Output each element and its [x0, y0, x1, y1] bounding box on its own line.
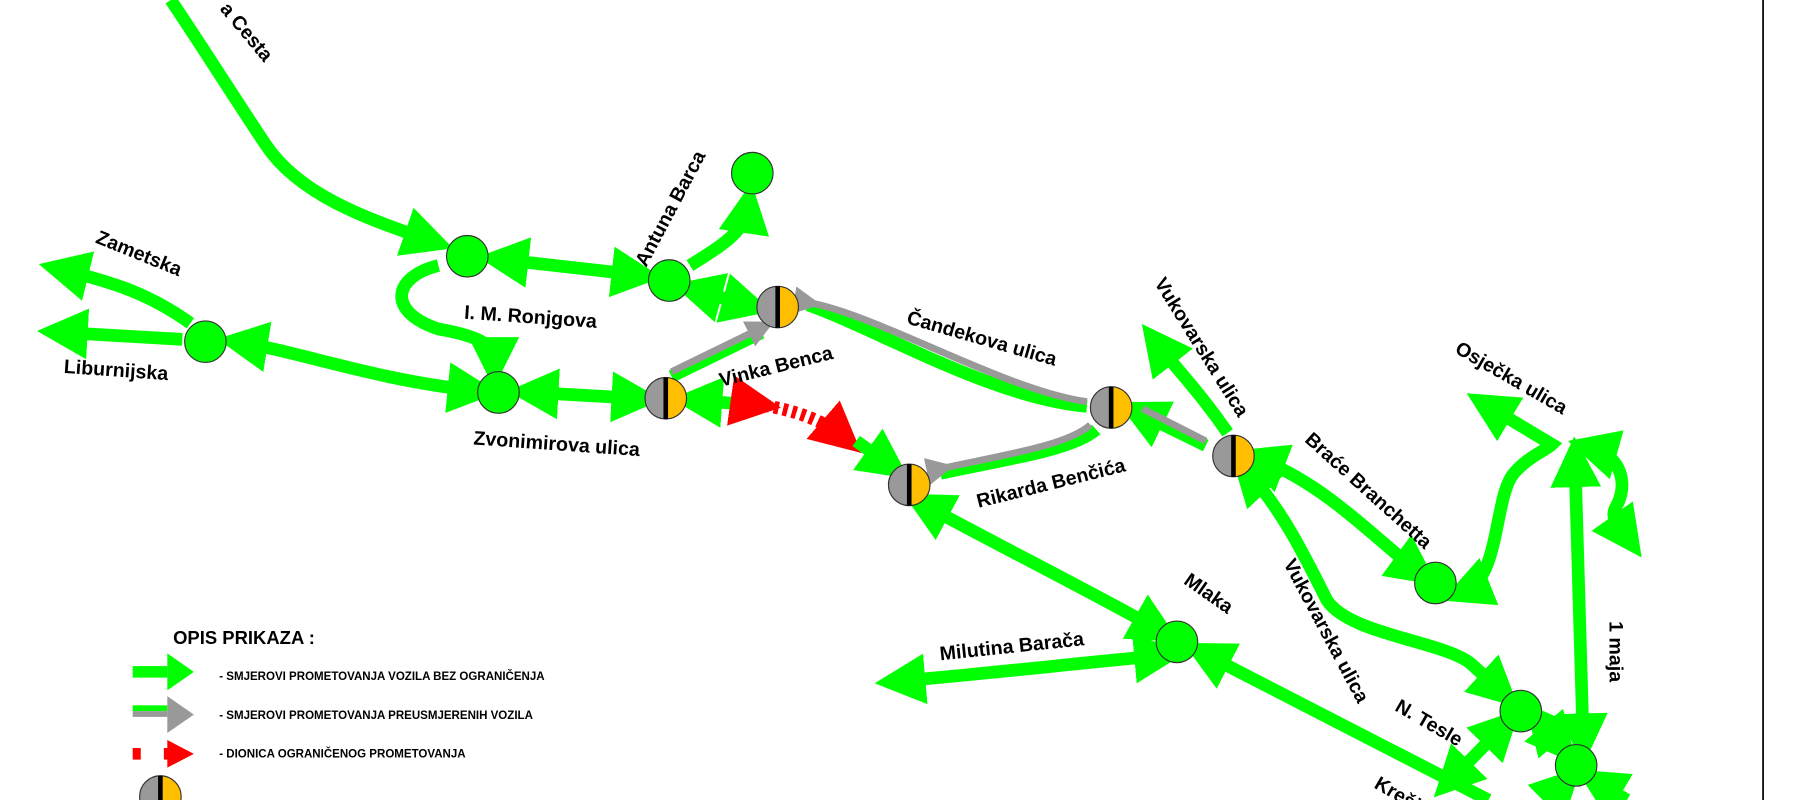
label-kresimirova: Kreši	[1371, 773, 1424, 800]
temporary-junction-node	[1212, 434, 1255, 478]
route-ronjgova-antuna	[477, 237, 663, 298]
temporary-node	[644, 285, 1255, 507]
route-zvonimirova-e	[507, 368, 663, 423]
route-candekova	[791, 286, 1088, 406]
junction-node	[1554, 744, 1598, 787]
legend-item-redirected: - SMJEROVI PROMETOVANJA PREUSMJERENIH VO…	[219, 710, 533, 722]
route-rikarda	[923, 422, 1093, 486]
temporary-junction-node	[139, 775, 182, 800]
route-vukovarska-north	[1141, 323, 1233, 437]
route-candekova-vukovarska-gray	[1140, 405, 1208, 445]
route-south-1	[1527, 767, 1582, 800]
legend-gray-arrow-icon	[132, 696, 194, 734]
route-1-maja	[1550, 436, 1608, 765]
route-ronjgova-loop	[395, 259, 520, 388]
legend-green-arrow-icon	[132, 653, 194, 691]
temporary-junction-node	[1089, 386, 1133, 429]
route-1-maja-loop	[1567, 430, 1642, 558]
junction-node	[445, 234, 489, 278]
junction-node	[1414, 561, 1457, 605]
route-south-2	[1576, 769, 1633, 800]
routes	[36, 0, 1642, 800]
label-ronjgova: I. M. Ronjgova	[463, 302, 598, 333]
route-cesta	[165, 0, 454, 256]
route-liburnijska	[36, 308, 183, 360]
route-tesle-1maja	[1524, 703, 1578, 765]
route-zametska	[38, 251, 195, 329]
label-1-maja: 1 maja	[1605, 621, 1627, 683]
route-milutina	[874, 632, 1185, 705]
label-antuna-barca: Antuna Barca	[631, 146, 711, 270]
legend-item-unrestricted: - SMJEROVI PROMETOVANJA VOZILA BEZ OGRAN…	[219, 670, 545, 683]
legend: OPIS PRIKAZA : - SMJEROVI PROMETOVANJA V…	[132, 627, 545, 800]
route-candekova-vukovarska	[1117, 401, 1209, 452]
junction-node	[184, 320, 227, 364]
label-tesle: N. Tesle	[1391, 695, 1466, 751]
route-tesle	[1433, 709, 1521, 798]
junction-node	[477, 371, 520, 414]
route-candekova-green	[805, 298, 1088, 413]
legend-title: OPIS PRIKAZA :	[173, 627, 315, 648]
temporary-junction-node	[644, 376, 688, 420]
route-rikarda-west	[852, 428, 910, 479]
route-vinka-east	[671, 377, 745, 428]
route-restricted	[727, 375, 862, 453]
legend-red-dashed-arrow-icon	[132, 739, 194, 768]
label-cesta: a Cesta	[215, 0, 277, 67]
route-antuna-loop	[686, 182, 770, 271]
label-liburnijska: Liburnijska	[63, 356, 170, 385]
junction-node	[647, 259, 691, 302]
route-vukovarska-south	[1231, 454, 1519, 708]
label-zametska: Zametska	[93, 227, 186, 282]
route-mlaka	[903, 493, 1180, 642]
temporary-junction-node	[756, 285, 800, 329]
route-antuna-vinka	[672, 273, 773, 323]
legend-temporary-node-icon	[139, 775, 182, 800]
junction-node	[730, 151, 774, 195]
label-osijecka: Osječka ulica	[1451, 337, 1571, 419]
label-vukovarska-south: Vukovarska ulica	[1279, 555, 1374, 707]
route-vinka	[670, 321, 774, 375]
route-rikarda-green	[939, 424, 1101, 480]
legend-item-restricted: - DIONICA OGRANIČENOG PROMETOVANJA	[219, 747, 466, 760]
nodes	[184, 151, 1598, 787]
label-mlaka: Mlaka	[1180, 569, 1238, 619]
temporary-junction-node	[887, 463, 931, 507]
junction-node	[1155, 620, 1199, 664]
route-zvonimirova-w	[217, 321, 499, 413]
route-osijecka	[1441, 393, 1563, 606]
junction-node	[1499, 689, 1543, 733]
label-zvonimirova: Zvonimirova ulica	[473, 427, 642, 461]
